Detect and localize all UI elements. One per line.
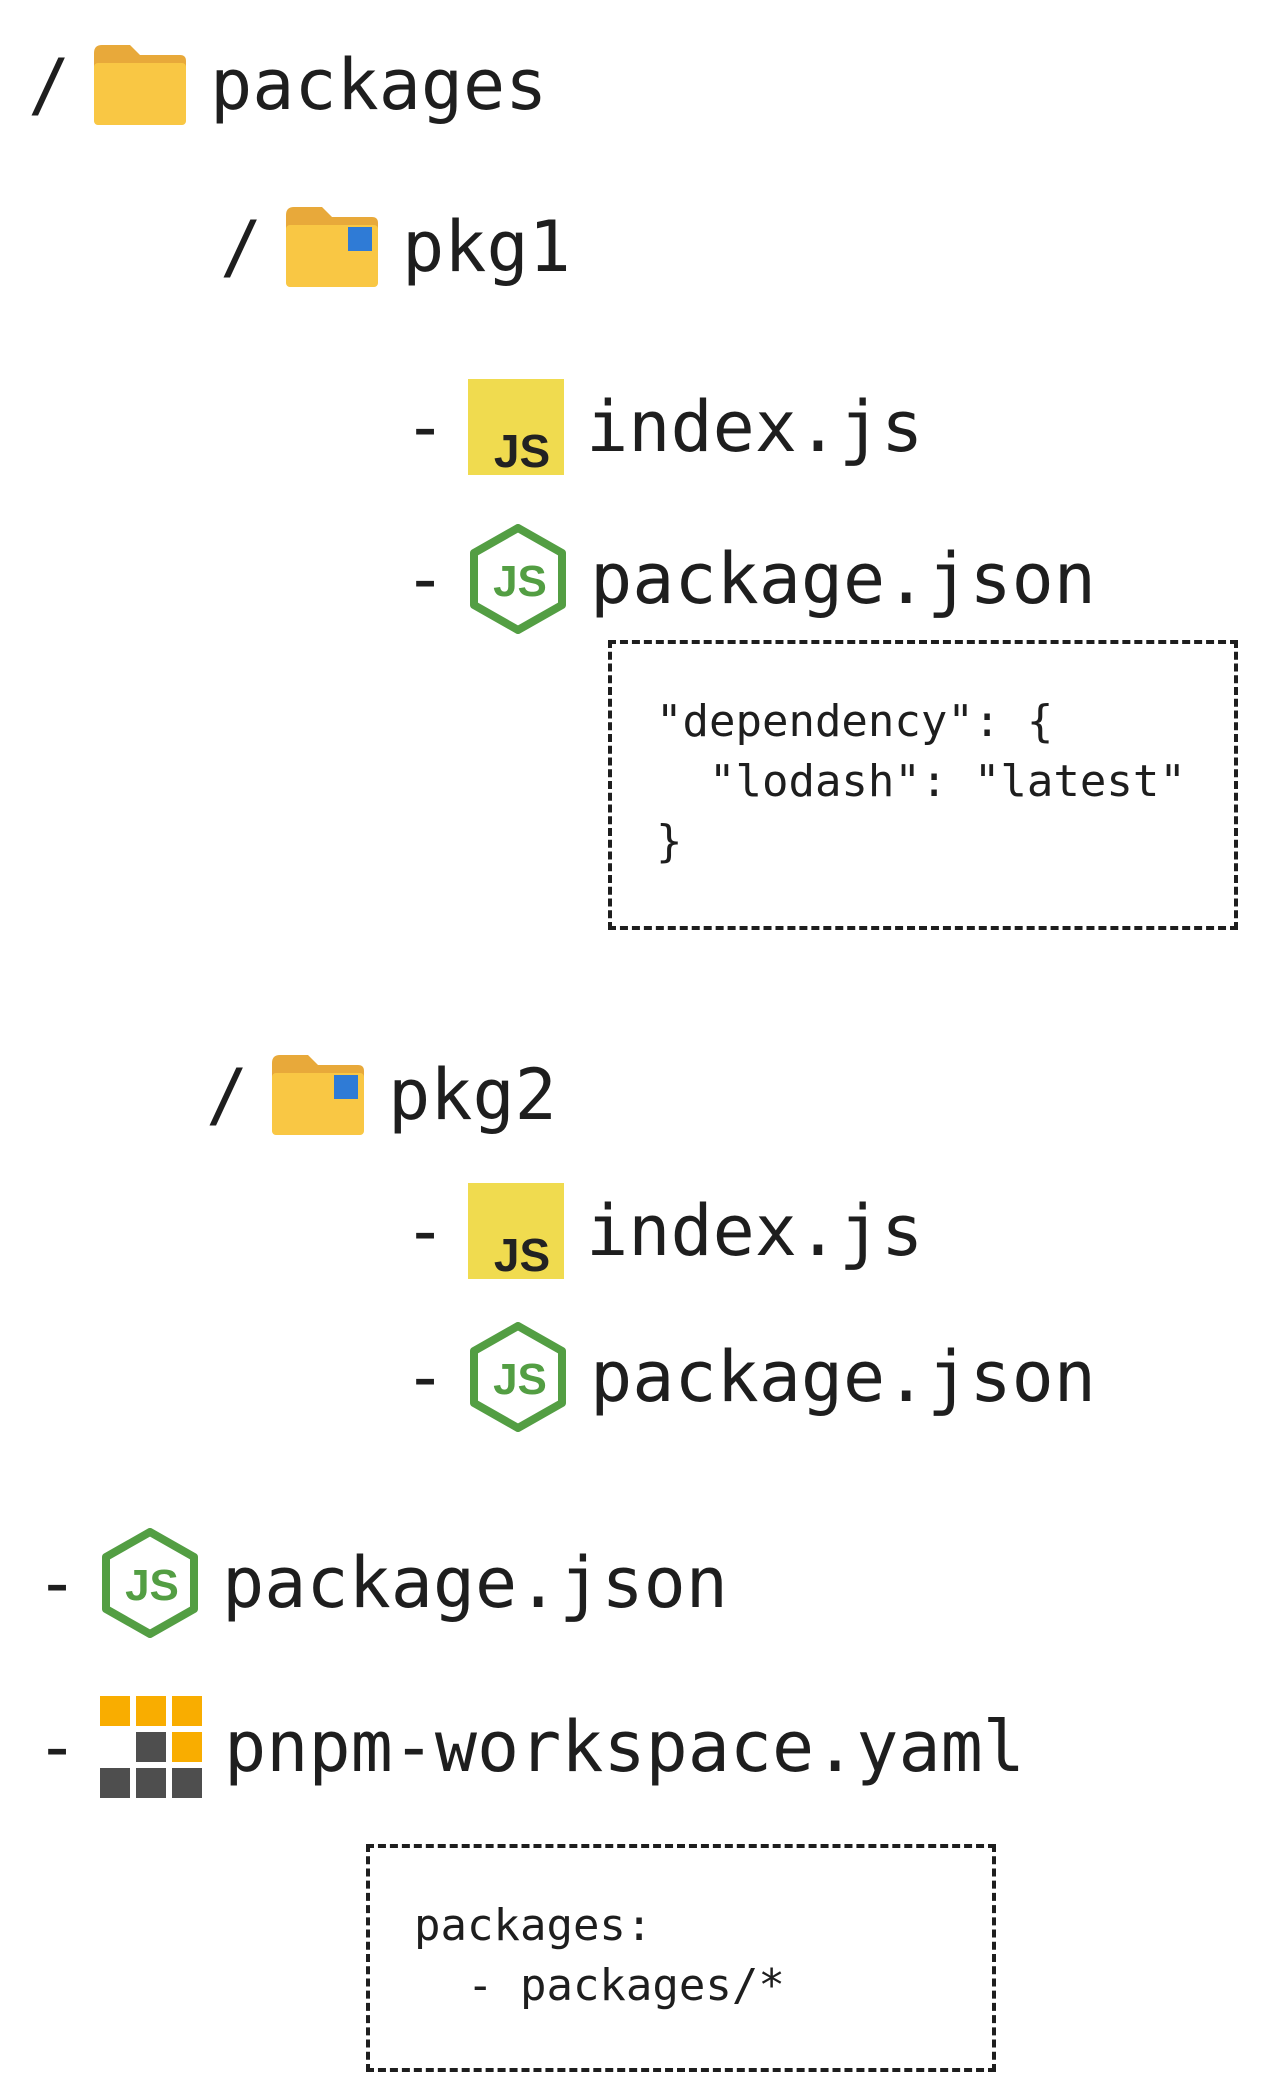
package-folder-icon bbox=[270, 1053, 366, 1137]
javascript-file-icon: JS bbox=[468, 379, 565, 475]
svg-text:JS: JS bbox=[494, 425, 550, 475]
svg-text:JS: JS bbox=[493, 557, 547, 606]
tree-dash: - bbox=[36, 1542, 79, 1624]
file-label: package.json bbox=[590, 538, 1096, 620]
snippet-line: "lodash": "latest" bbox=[656, 756, 1186, 807]
package-folder-icon bbox=[284, 205, 380, 289]
svg-text:JS: JS bbox=[125, 1561, 179, 1610]
file-row-root-package-json[interactable]: - JS package.json bbox=[36, 1528, 728, 1638]
folder-icon bbox=[92, 43, 188, 127]
tree-dash: - bbox=[404, 1190, 447, 1272]
file-row-pkg2-package-json[interactable]: - JS package.json bbox=[404, 1322, 1096, 1432]
file-row-pkg1-index-js[interactable]: - JS index.js bbox=[404, 372, 923, 482]
folder-label: pkg2 bbox=[388, 1054, 557, 1136]
snippet-line: - packages/* bbox=[414, 1960, 785, 2011]
file-label: package.json bbox=[222, 1542, 728, 1624]
file-label: index.js bbox=[586, 386, 924, 468]
folder-row-pkg2[interactable]: / pkg2 bbox=[206, 1040, 557, 1150]
tree-dash: - bbox=[404, 538, 447, 620]
nodejs-icon: JS bbox=[468, 1322, 568, 1432]
tree-slash: / bbox=[206, 1054, 249, 1136]
folder-label: packages bbox=[210, 44, 548, 126]
tree-slash: / bbox=[220, 206, 263, 288]
tree-dash: - bbox=[404, 1336, 447, 1418]
snippet-line: "dependency": { bbox=[656, 696, 1054, 747]
nodejs-icon: JS bbox=[468, 524, 568, 634]
folder-label: pkg1 bbox=[402, 206, 571, 288]
javascript-file-icon: JS bbox=[468, 1183, 565, 1279]
file-row-pnpm-workspace-yaml[interactable]: - pnpm-workspace.yaml bbox=[36, 1692, 1025, 1802]
file-label: pnpm-workspace.yaml bbox=[224, 1706, 1025, 1788]
snippet-line: } bbox=[656, 816, 683, 867]
pnpm-workspace-snippet: packages: - packages/* bbox=[366, 1844, 996, 2072]
file-row-pkg2-index-js[interactable]: - JS index.js bbox=[404, 1176, 923, 1286]
svg-text:JS: JS bbox=[494, 1229, 550, 1279]
folder-row-pkg1[interactable]: / pkg1 bbox=[220, 192, 571, 302]
svg-text:JS: JS bbox=[493, 1355, 547, 1404]
nodejs-icon: JS bbox=[100, 1528, 200, 1638]
package-json-snippet: "dependency": { "lodash": "latest"} bbox=[608, 640, 1238, 930]
file-row-pkg1-package-json[interactable]: - JS package.json bbox=[404, 524, 1096, 634]
pnpm-icon bbox=[100, 1696, 203, 1798]
tree-slash: / bbox=[28, 44, 71, 126]
tree-dash: - bbox=[404, 386, 447, 468]
file-label: index.js bbox=[586, 1190, 924, 1272]
file-label: package.json bbox=[590, 1336, 1096, 1418]
folder-row-packages[interactable]: / packages bbox=[28, 30, 547, 140]
tree-dash: - bbox=[36, 1706, 79, 1788]
snippet-line: packages: bbox=[414, 1900, 653, 1951]
